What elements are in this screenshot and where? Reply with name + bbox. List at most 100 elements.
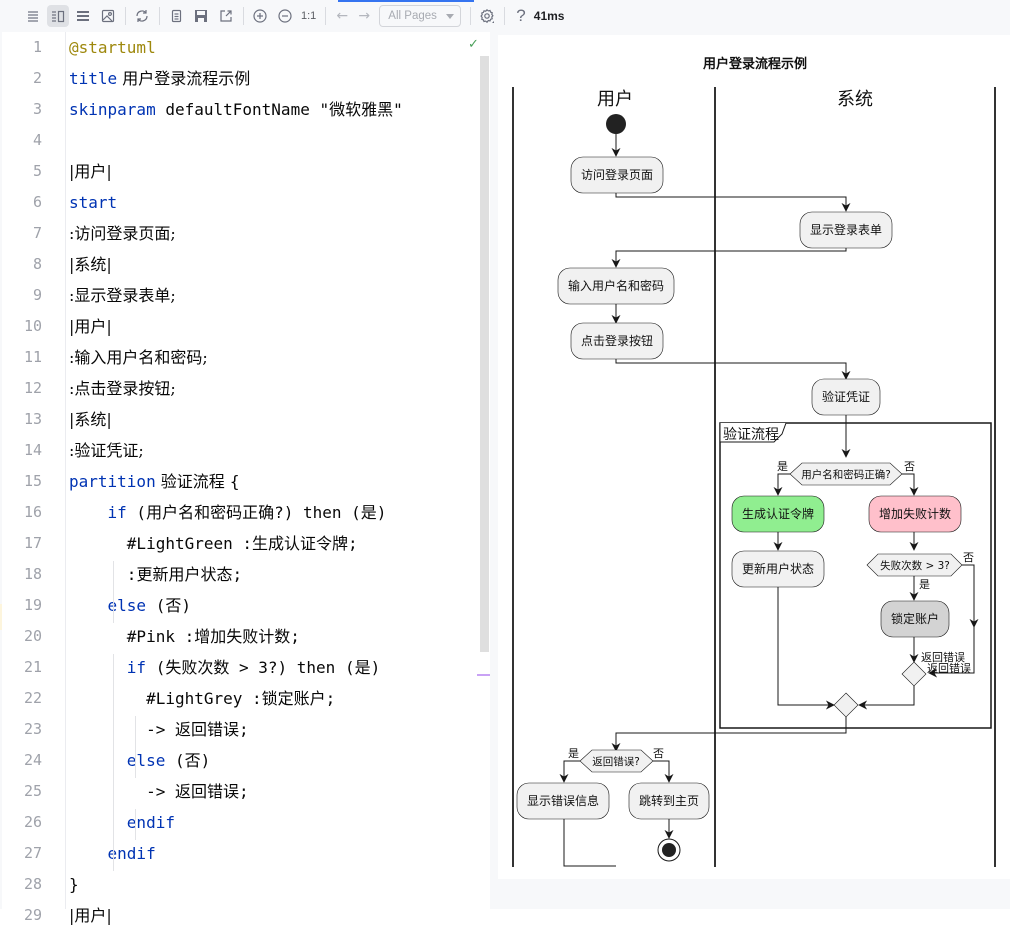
- line-number: 29: [23, 906, 42, 924]
- code-line[interactable]: partition 验证流程 {: [69, 466, 240, 497]
- zoom-in-icon[interactable]: [249, 5, 271, 27]
- previous-page-arrow-icon[interactable]: ←: [336, 8, 349, 24]
- code-line[interactable]: }: [69, 869, 79, 900]
- pages-select[interactable]: All Pages: [379, 5, 462, 27]
- line-number: 15: [23, 472, 42, 490]
- code-line[interactable]: :输入用户名和密码;: [69, 342, 208, 373]
- code-token: :验证凭证;: [69, 441, 144, 460]
- svg-text:显示错误信息: 显示错误信息: [527, 793, 599, 808]
- svg-text:生成认证令牌: 生成认证令牌: [742, 506, 814, 521]
- code-line[interactable]: |用户|: [69, 156, 112, 187]
- edge: [611, 247, 847, 268]
- code-line[interactable]: if (用户名和密码正确?) then (是): [69, 497, 387, 528]
- code-line[interactable]: |用户|: [69, 311, 112, 342]
- code-line[interactable]: #LightGreen :生成认证令牌;: [69, 528, 358, 559]
- edge: [777, 586, 835, 710]
- code-line[interactable]: :访问登录页面;: [69, 218, 176, 249]
- refresh-icon[interactable]: [131, 5, 153, 27]
- line-number: 8: [32, 255, 42, 273]
- edge-yes: [773, 473, 794, 496]
- next-page-arrow-icon[interactable]: →: [358, 8, 371, 24]
- code-line[interactable]: if (失败次数 > 3?) then (是): [69, 652, 380, 683]
- code-line[interactable]: |系统|: [69, 404, 112, 435]
- code-token: [69, 844, 108, 863]
- code-token: 验证流程: [155, 472, 230, 491]
- activity-enter-credentials: 输入用户名和密码: [557, 267, 675, 305]
- code-token: else: [107, 596, 147, 615]
- code-line[interactable]: #LightGrey :锁定账户;: [69, 683, 335, 714]
- code-token: 微软雅黑: [329, 100, 394, 119]
- edge-yes: [559, 760, 582, 783]
- pages-select-value: All Pages: [388, 10, 437, 22]
- activity-increase-fail-count: 增加失败计数: [868, 495, 962, 533]
- settings-gear-icon[interactable]: [476, 5, 498, 27]
- zoom-out-icon[interactable]: [274, 5, 296, 27]
- copy-icon[interactable]: [165, 5, 187, 27]
- code-line[interactable]: else (否): [69, 745, 210, 776]
- code-token: #Pink :: [69, 627, 195, 646]
- code-line[interactable]: #Pink :增加失败计数;: [69, 621, 300, 652]
- activity-goto-home: 跳转到主页: [628, 782, 710, 820]
- code-token: (: [146, 658, 166, 677]
- code-line[interactable]: -> 返回错误;: [69, 714, 249, 745]
- code-token: :: [69, 565, 137, 584]
- line-number: 22: [23, 689, 42, 707]
- activity-show-error: 显示错误信息: [516, 782, 610, 820]
- svg-text:增加失败计数: 增加失败计数: [879, 506, 951, 521]
- edge-no: [653, 760, 674, 783]
- code-line[interactable]: skinparam defaultFontName "微软雅黑": [69, 94, 403, 125]
- line-number: 25: [23, 782, 42, 800]
- indent-guide: [135, 809, 136, 840]
- edge-no: [961, 564, 979, 628]
- decision-return-error: 返回错误?: [579, 749, 654, 773]
- code-line[interactable]: title 用户登录流程示例: [69, 63, 250, 94]
- code-token: 生成认证令牌: [252, 534, 349, 553]
- open-external-icon[interactable]: [215, 5, 237, 27]
- code-token: if: [107, 503, 127, 522]
- save-icon[interactable]: [190, 5, 212, 27]
- start-node: [606, 114, 626, 134]
- code-line[interactable]: endif: [69, 807, 175, 838]
- menu-icon[interactable]: [22, 5, 44, 27]
- code-token: }: [69, 875, 79, 894]
- code-line[interactable]: -> 返回错误;: [69, 776, 249, 807]
- actual-size-button[interactable]: 1:1: [301, 10, 317, 22]
- code-token: ;: [325, 689, 336, 708]
- code-token: |用户|: [69, 317, 112, 336]
- svg-text:用户名和密码正确?: 用户名和密码正确?: [801, 468, 891, 481]
- code-token: ;: [290, 627, 300, 646]
- code-token: (: [146, 596, 166, 615]
- preview-image-icon[interactable]: [97, 5, 119, 27]
- code-line[interactable]: :更新用户状态;: [69, 559, 242, 590]
- code-line[interactable]: |用户|: [69, 900, 112, 931]
- code-line[interactable]: :显示登录表单;: [69, 280, 176, 311]
- code-token: [69, 596, 108, 615]
- code-token: ;: [238, 720, 249, 739]
- code-token: defaultFontName ": [155, 100, 330, 119]
- code-line[interactable]: :点击登录按钮;: [69, 373, 176, 404]
- code-line[interactable]: @startuml: [69, 32, 156, 63]
- edge-no: [898, 473, 919, 496]
- svg-text:失败次数 > 3?: 失败次数 > 3?: [880, 559, 950, 572]
- toolbar-separator: [125, 7, 126, 25]
- code-line[interactable]: |系统|: [69, 249, 112, 280]
- code-line[interactable]: else (否): [69, 590, 191, 621]
- svg-text:输入用户名和密码: 输入用户名和密码: [568, 278, 664, 293]
- code-token: #LightGrey :: [69, 689, 262, 708]
- help-icon[interactable]: ?: [516, 6, 526, 25]
- line-number: 20: [23, 627, 42, 645]
- code-token: :访问登录页面;: [69, 224, 176, 243]
- loading-progress-indicator: [338, 0, 474, 2]
- editor-only-icon[interactable]: [72, 5, 94, 27]
- scrollbar-marker: [477, 674, 490, 676]
- code-line[interactable]: :验证凭证;: [69, 435, 144, 466]
- diagram-preview[interactable]: 用户登录流程示例 用户 系统: [498, 35, 1010, 879]
- code-line[interactable]: start: [69, 187, 117, 218]
- code-line[interactable]: endif: [69, 838, 156, 869]
- edge: [615, 192, 851, 212]
- chevron-down-icon: [446, 13, 455, 19]
- split-view-icon[interactable]: [47, 5, 69, 27]
- editor-scrollbar[interactable]: [480, 56, 489, 652]
